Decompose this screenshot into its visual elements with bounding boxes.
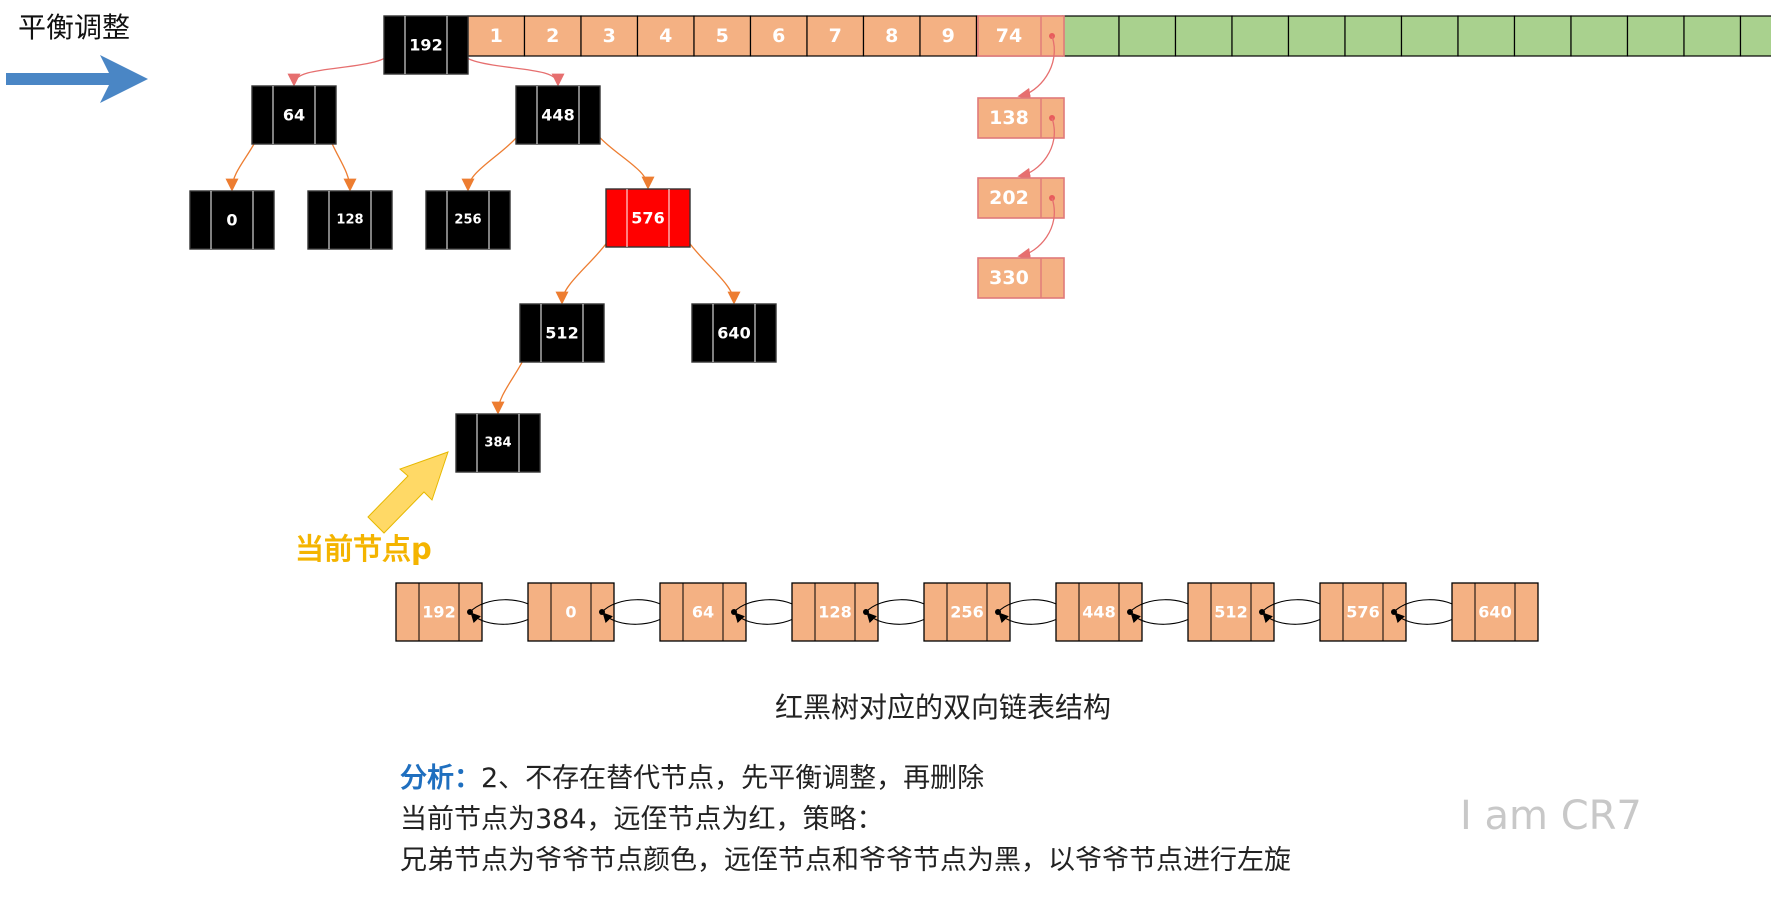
analysis-line-1: 分析：2、不存在替代节点，先平衡调整，再删除 xyxy=(400,763,985,794)
bucket-node-label: 74 xyxy=(996,25,1022,47)
array-cell-empty xyxy=(1400,15,1459,57)
hash-array: 1 2 3 4 5 6 7 8 9 xyxy=(384,15,1771,57)
bucket-node-label: 330 xyxy=(989,267,1029,289)
array-cell-empty xyxy=(1513,15,1572,57)
bucket-node: 330 xyxy=(977,257,1065,299)
linked-list-caption: 红黑树对应的双向链表结构 xyxy=(775,691,1112,724)
array-cell-label: 8 xyxy=(885,25,898,47)
array-cell-empty xyxy=(1570,15,1629,57)
bucket-node: 202 xyxy=(977,177,1065,219)
list-node-label: 512 xyxy=(1214,603,1247,622)
list-node-label: 256 xyxy=(950,603,983,622)
current-node-arrow-icon xyxy=(367,451,449,534)
array-cell-label: 7 xyxy=(829,25,842,47)
tree-edge xyxy=(287,44,396,87)
tree-node-label: 448 xyxy=(541,106,574,125)
tree-node-64: 64 xyxy=(251,85,337,145)
array-cell xyxy=(919,15,978,57)
tree-node-512: 512 xyxy=(519,303,605,363)
doubly-linked-list: 192 0 64 128 256 448 512 576 640 xyxy=(395,582,1539,642)
tree-node-label: 384 xyxy=(484,436,511,451)
bucket-node: 74 xyxy=(977,15,1065,57)
array-cell-empty xyxy=(1231,15,1290,57)
list-node-192: 192 xyxy=(395,582,483,642)
bucket-node-label: 202 xyxy=(989,187,1029,209)
array-cell-empty xyxy=(1344,15,1403,57)
list-node-0: 0 xyxy=(527,582,615,642)
tree-node-label: 576 xyxy=(631,209,664,228)
array-cell-label: 4 xyxy=(659,25,672,47)
bucket-node: 138 xyxy=(977,97,1065,139)
tree-node-label: 256 xyxy=(454,213,481,228)
array-cell xyxy=(693,15,752,57)
array-cell xyxy=(806,15,865,57)
bucket-chain: 74 138 202 330 xyxy=(977,15,1065,299)
watermark: I am CR7 xyxy=(1460,793,1642,839)
list-node-label: 64 xyxy=(692,603,714,622)
tree-node-0: 0 xyxy=(189,190,275,250)
array-cell-empty xyxy=(1061,15,1120,57)
array-cell-label: 9 xyxy=(942,25,955,47)
current-node-label: 当前节点p xyxy=(295,532,432,566)
list-node-label: 640 xyxy=(1478,603,1511,622)
array-cell-empty xyxy=(1739,15,1771,57)
diagram-title: 平衡调整 xyxy=(18,11,131,44)
array-cell-empty xyxy=(1118,15,1177,57)
tree-node-384: 384 xyxy=(455,413,541,473)
tree-node-label: 128 xyxy=(336,213,363,228)
analysis-line-2: 当前节点为384，远侄节点为红，策略： xyxy=(400,804,884,835)
array-cell-empty xyxy=(1683,15,1742,57)
array-cell-label: 2 xyxy=(546,25,559,47)
tree-node-label: 192 xyxy=(409,36,442,55)
array-cell xyxy=(749,15,808,57)
tree-node-128: 128 xyxy=(307,190,393,250)
array-cell-label: 6 xyxy=(772,25,785,47)
array-cell-empty xyxy=(1174,15,1233,57)
list-node-label: 128 xyxy=(818,603,851,622)
analysis-block: 分析：2、不存在替代节点，先平衡调整，再删除 当前节点为384，远侄节点为红，策… xyxy=(400,758,1291,881)
array-cell xyxy=(636,15,695,57)
array-cell-empty xyxy=(1626,15,1685,57)
tree-node-448: 448 xyxy=(515,85,601,145)
tree-node-192: 192 xyxy=(383,15,469,75)
tree-node-label: 640 xyxy=(717,324,750,343)
analysis-label: 分析： xyxy=(400,763,481,794)
list-node-label: 0 xyxy=(565,603,576,622)
list-node-label: 192 xyxy=(422,603,455,622)
list-node-label: 448 xyxy=(1082,603,1115,622)
tree-node-label: 64 xyxy=(283,106,305,125)
tree-node-576: 576 xyxy=(605,188,691,248)
tree-node-256: 256 xyxy=(425,190,511,250)
array-cell-empty xyxy=(1457,15,1516,57)
bucket-node-label: 138 xyxy=(989,107,1029,129)
blue-arrow-icon xyxy=(6,55,148,103)
list-node-640: 640 xyxy=(1451,582,1539,642)
analysis-line-3: 兄弟节点为爷爷节点颜色，远侄节点和爷爷节点为黑，以爷爷节点进行左旋 xyxy=(400,845,1291,876)
tree-node-label: 0 xyxy=(226,211,237,230)
array-cell-label: 5 xyxy=(716,25,729,47)
array-cell-label: 3 xyxy=(603,25,616,47)
tree-node-640: 640 xyxy=(691,303,777,363)
tree-node-label: 512 xyxy=(545,324,578,343)
list-node-448: 448 xyxy=(1055,582,1143,642)
array-cell-label: 1 xyxy=(490,25,503,47)
list-node-label: 576 xyxy=(1346,603,1379,622)
array-cell-empty xyxy=(1287,15,1346,57)
